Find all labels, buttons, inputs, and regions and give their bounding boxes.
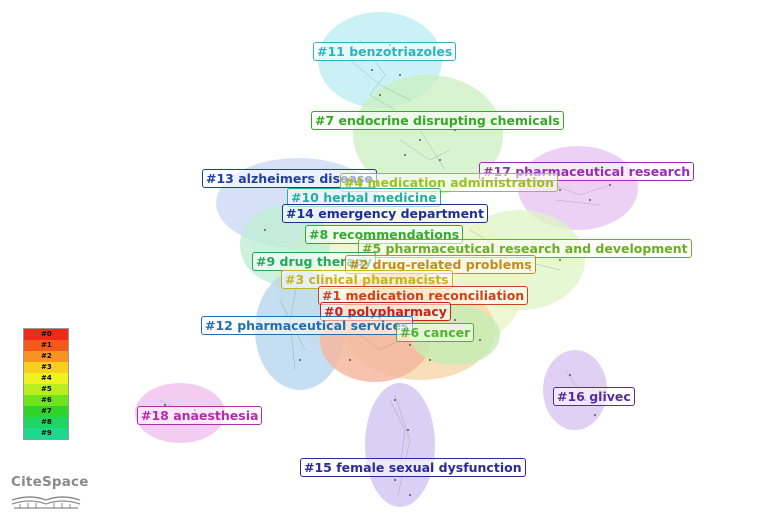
cluster-label-4: #4 medication administration	[340, 173, 558, 192]
cluster-label-11: #11 benzotriazoles	[313, 42, 457, 61]
cluster-label-18: #18 anaesthesia	[137, 406, 263, 425]
cluster-label-10: #10 herbal medicine	[287, 188, 441, 207]
legend-item: #3	[24, 362, 68, 373]
cluster-legend: #0#1#2#3#4#5#6#7#8#9	[23, 328, 69, 440]
logo-book-icon	[11, 496, 81, 509]
citespace-logo: CiteSpace	[8, 474, 88, 514]
cluster-label-15: #15 female sexual dysfunction	[300, 458, 526, 477]
logo-text: CiteSpace	[11, 474, 89, 490]
cluster-label-12: #12 pharmaceutical services	[201, 316, 413, 335]
cluster-label-13: #13 alzheimers disease	[202, 169, 377, 188]
legend-item: #2	[24, 351, 68, 362]
legend-item: #0	[24, 329, 68, 340]
cluster-region-7	[353, 75, 503, 195]
cluster-label-14: #14 emergency department	[282, 204, 488, 223]
legend-item: #5	[24, 384, 68, 395]
cluster-label-6: #6 cancer	[396, 323, 475, 342]
cluster-region-15	[365, 383, 435, 507]
legend-item: #8	[24, 417, 68, 428]
legend-item: #7	[24, 406, 68, 417]
legend-item: #4	[24, 373, 68, 384]
legend-item: #9	[24, 428, 68, 439]
cluster-label-7: #7 endocrine disrupting chemicals	[311, 111, 564, 130]
cluster-label-16: #16 glivec	[553, 387, 635, 406]
legend-item: #1	[24, 340, 68, 351]
cluster-label-2: #2 drug-related problems	[345, 255, 536, 274]
cluster-label-1: #1 medication reconciliation	[318, 286, 529, 305]
cluster-label-3: #3 clinical pharmacists	[281, 270, 453, 289]
cluster-label-5: #5 pharmaceutical research and developme…	[358, 239, 692, 258]
legend-item: #6	[24, 395, 68, 406]
